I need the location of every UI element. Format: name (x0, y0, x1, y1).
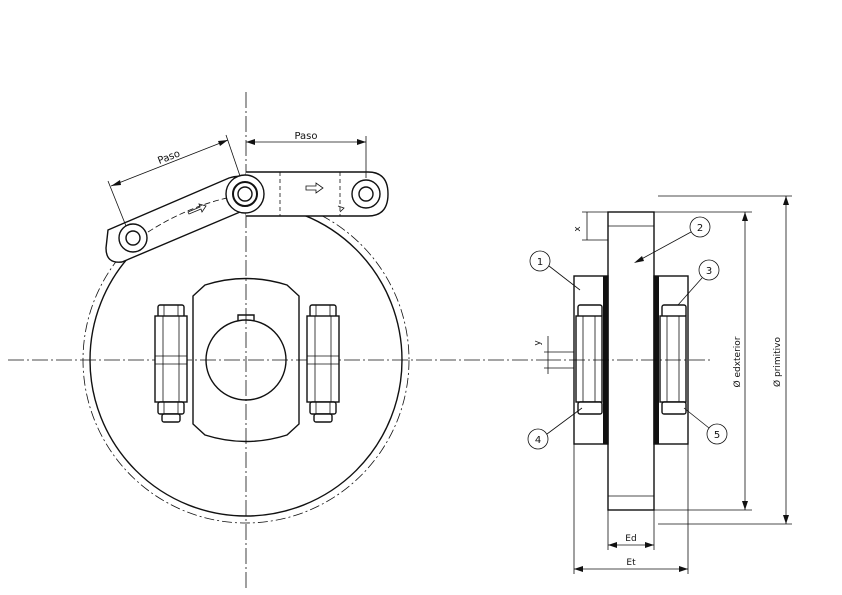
callout-2: 2 (634, 216, 711, 263)
shaft-bore (205, 319, 287, 401)
right-bolt-body (306, 315, 340, 403)
callout-3-text: 3 (706, 266, 712, 277)
callout-2-text: 2 (697, 223, 703, 234)
callout-4-text: 4 (535, 435, 541, 446)
right-bolt-nut-bottom (309, 401, 337, 415)
side-view: x y Ø edxterior Ø primitivo (527, 195, 792, 574)
hub-outline (192, 277, 300, 443)
callout-1: 1 (529, 250, 581, 291)
right-bolt-nut-top (309, 304, 337, 318)
paso-label-top: Paso (294, 131, 317, 142)
dia-primitivo-dimension: Ø primitivo (658, 195, 792, 525)
dia-exterior-label: Ø edxterior (732, 336, 743, 387)
x-label: x (573, 226, 583, 232)
left-bolt-body (154, 315, 188, 403)
pitch-circle (82, 196, 410, 524)
paso-dimension-top: Paso (246, 131, 367, 178)
sprocket-plate (607, 211, 655, 511)
y-label: y (533, 340, 543, 346)
side-bolts-right (659, 304, 687, 415)
callout-5: 5 (683, 407, 728, 445)
callout-4: 4 (527, 407, 583, 450)
chain-link-horizontal (246, 171, 389, 217)
callout-5-text: 5 (714, 430, 720, 441)
left-bolt-nut-bottom (157, 401, 185, 415)
dia-primitivo-label: Ø primitivo (772, 337, 783, 387)
callout-3: 3 (677, 259, 720, 306)
side-bolts-left (575, 304, 603, 415)
right-bolt-assembly (306, 304, 340, 423)
left-bolt-nut-top (157, 304, 185, 318)
paso-label-tilted: Paso (156, 148, 181, 167)
front-view: Paso Paso (8, 92, 545, 588)
ed-label: Ed (625, 534, 636, 544)
keyway (237, 314, 255, 321)
callout-1-text: 1 (537, 257, 543, 268)
dia-exterior-dimension: Ø edxterior (654, 211, 752, 511)
et-label: Et (626, 558, 636, 568)
left-bolt-assembly (154, 304, 188, 423)
y-dimension: y (533, 336, 574, 374)
et-dimension: Et (573, 444, 689, 574)
x-dimension: x (573, 211, 609, 241)
chain-pin (225, 174, 265, 214)
ed-dimension: Ed (607, 510, 655, 550)
